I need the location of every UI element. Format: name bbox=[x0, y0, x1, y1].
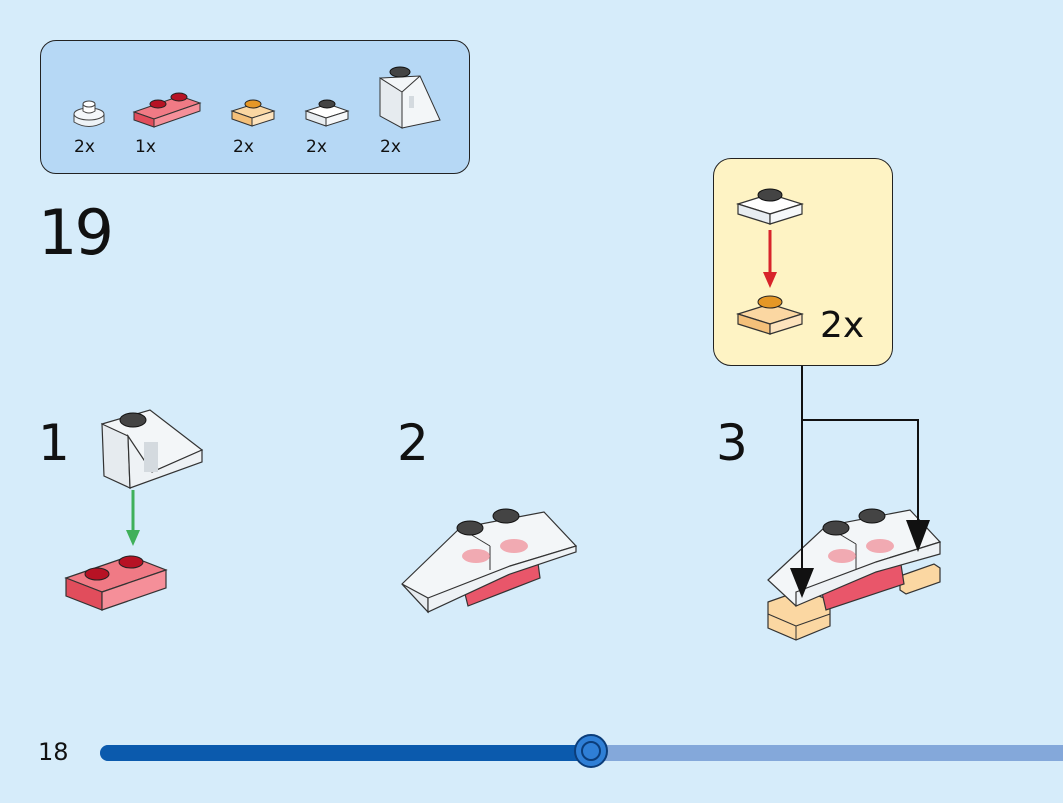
part-orange-plate-icon bbox=[230, 99, 276, 127]
sub-step-3: 3 bbox=[716, 414, 748, 472]
callout-red-arrow-icon bbox=[763, 230, 777, 288]
callout-white-plate-icon bbox=[735, 188, 805, 225]
callout-qty: 2x bbox=[820, 305, 865, 346]
part-qty-transparent-round-plate: 2x bbox=[74, 137, 95, 157]
part-transparent-round-plate-icon bbox=[73, 100, 105, 127]
callout-orange-plate-icon bbox=[735, 295, 805, 335]
part-transparent-slope-icon bbox=[379, 66, 441, 129]
part-qty-white-plate: 2x bbox=[306, 137, 327, 157]
part-red-plate-icon bbox=[132, 92, 202, 128]
page-number: 18 bbox=[38, 738, 69, 766]
part-qty-transparent-slope: 2x bbox=[380, 137, 401, 157]
step1-transparent-slope-icon bbox=[100, 409, 204, 489]
progress-fill bbox=[100, 745, 592, 761]
step-number: 19 bbox=[38, 196, 114, 269]
sub-assembly-callout: 2x bbox=[713, 158, 893, 366]
step1-green-arrow-icon bbox=[126, 490, 140, 546]
step3-car-assembly-icon bbox=[767, 508, 942, 641]
sub-step-1: 1 bbox=[38, 414, 70, 472]
progress-knob-icon bbox=[574, 734, 609, 768]
part-qty-orange-plate: 2x bbox=[233, 137, 254, 157]
step1-red-plate-icon bbox=[64, 555, 168, 611]
step2-car-body-icon bbox=[401, 508, 578, 614]
part-qty-red-plate: 1x bbox=[135, 137, 156, 157]
sub-step-2: 2 bbox=[397, 414, 429, 472]
step3-placement-arrows-icon bbox=[790, 366, 930, 598]
page-progress-bar bbox=[100, 734, 1063, 768]
part-white-plate-icon bbox=[304, 99, 350, 127]
